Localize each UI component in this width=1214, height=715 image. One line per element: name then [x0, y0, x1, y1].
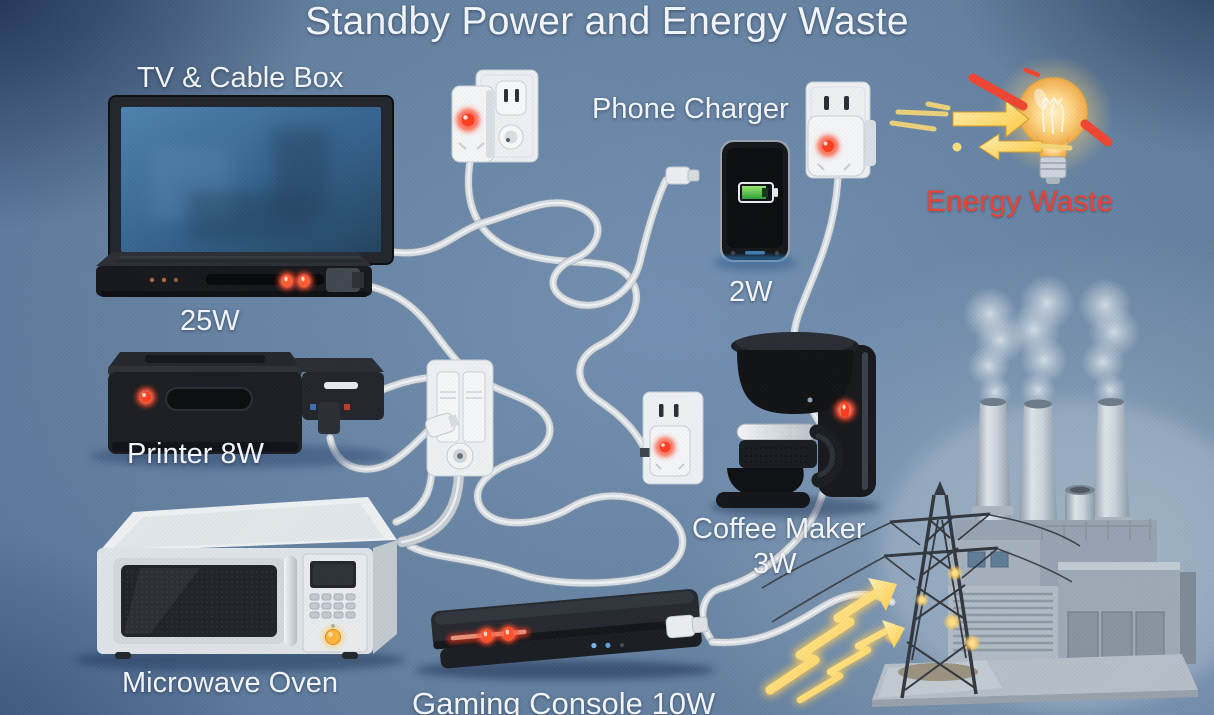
power-lines: [761, 514, 1081, 623]
plug: [425, 412, 460, 438]
red-slash-marks: [968, 67, 1113, 147]
label-tv-cable-box: TV & Cable Box: [137, 62, 344, 94]
charger-plug: [807, 115, 876, 177]
microwave: [75, 497, 405, 672]
page-title: Standby Power and Energy Waste: [305, 0, 909, 43]
power-plant: [872, 275, 1214, 710]
microwave-control-panel: [302, 553, 368, 653]
wall-outlet-coffee: [640, 391, 704, 485]
battery-icon: [738, 182, 778, 203]
label-printer: Printer 8W: [127, 438, 264, 470]
transmission-tower: [761, 481, 1081, 699]
charging-cable-connector: [665, 166, 700, 185]
energy-flow-arrows: [889, 67, 1113, 161]
power-connector: [665, 614, 709, 639]
printer: [90, 352, 390, 468]
label-energy-waste: Energy Waste: [926, 185, 1114, 218]
label-phone-charger: Phone Charger: [592, 93, 789, 125]
label-coffee-maker: Coffee Maker: [692, 513, 866, 545]
standby-adapter-coffee: [640, 425, 691, 477]
label-tv-watts: 25W: [180, 305, 240, 337]
wall-outlet-tv: [451, 69, 539, 163]
wall-outlet-charger: [805, 81, 876, 179]
lightning-bolts: [763, 578, 905, 705]
standby-adapter-tv: [451, 85, 495, 163]
label-microwave: Microwave Oven: [122, 667, 338, 699]
gaming-console: [415, 589, 715, 680]
label-phone-watts: 2W: [729, 276, 773, 308]
standby-led: [276, 270, 315, 292]
phone: [713, 140, 797, 271]
label-coffee-watts: 3W: [753, 548, 797, 580]
wall-switch-panel: [425, 359, 494, 477]
microwave-door: [113, 556, 297, 646]
label-gaming-console: Gaming Console 10W: [412, 686, 716, 715]
cable-box: [96, 252, 372, 297]
plant-building: [872, 519, 1198, 707]
door-handle: [284, 556, 297, 646]
coffee-maker: [710, 332, 880, 517]
bulb-base: [1039, 156, 1067, 184]
smoke: [963, 275, 1140, 409]
tv: [108, 95, 394, 278]
printer-fax-module: [292, 358, 384, 434]
